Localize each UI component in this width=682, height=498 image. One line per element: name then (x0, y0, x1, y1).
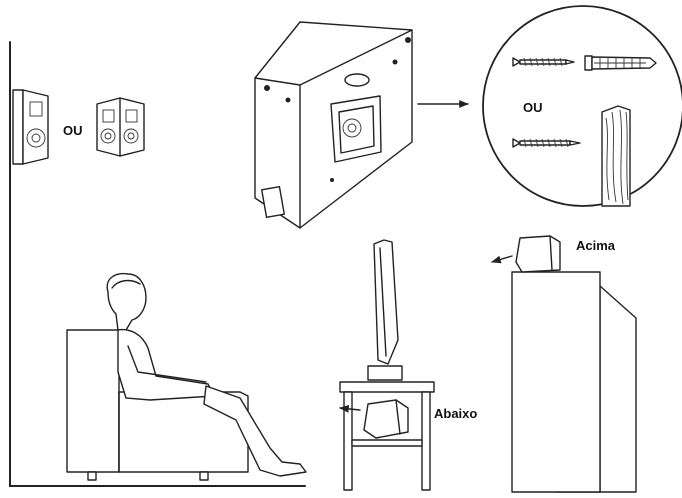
wood-screw-icon (512, 138, 581, 148)
wood-stud-icon (601, 105, 631, 207)
side-table-with-tv (339, 239, 435, 491)
room-wall-floor (9, 41, 306, 487)
standalone-speaker-icon (96, 97, 145, 157)
wall-speaker-side-icon (12, 89, 49, 165)
label-above: Acima (576, 238, 616, 253)
speaker-back-mounting-icon (254, 21, 413, 229)
armchair (66, 329, 249, 481)
or-label-speakers: OU (63, 123, 83, 138)
mounting-hardware-detail: OU (482, 5, 682, 207)
screw-icon (512, 57, 575, 67)
wall-anchor-icon (584, 55, 657, 71)
cabinet-with-tv (491, 235, 637, 493)
or-label-mounting: OU (523, 100, 543, 115)
label-below: Abaixo (434, 406, 477, 421)
seated-person (106, 272, 307, 477)
